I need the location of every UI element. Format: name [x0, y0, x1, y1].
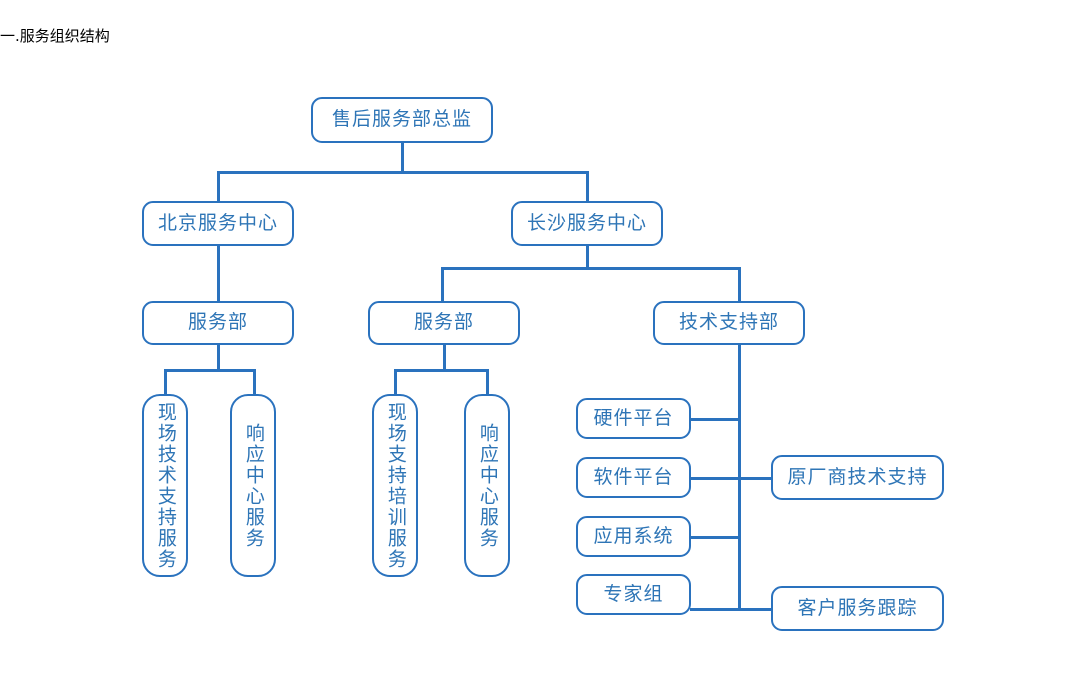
node-tech-support-dept-label: 技术支持部: [678, 311, 779, 334]
node-beijing-center[interactable]: 北京服务中心: [142, 201, 294, 246]
node-director-label: 售后服务部总监: [331, 108, 472, 131]
node-changsha-center-label: 长沙服务中心: [526, 211, 647, 234]
connector-beijing-to-dept: [217, 246, 220, 301]
connector-branch-software: [690, 477, 740, 480]
node-bj-response-center[interactable]: 响应中心服务: [230, 394, 276, 577]
node-application-system-label: 应用系统: [593, 524, 674, 547]
node-customer-service-tracking-label: 客户服务跟踪: [797, 596, 918, 619]
node-changsha-center[interactable]: 长沙服务中心: [511, 201, 663, 246]
connector-branch-tracking: [738, 608, 774, 611]
node-beijing-center-label: 北京服务中心: [157, 211, 278, 234]
node-expert-group-label: 专家组: [603, 582, 664, 605]
node-software-platform[interactable]: 软件平台: [576, 457, 691, 498]
connector-cs-response-drop: [486, 369, 489, 395]
connector-beijing-drop: [217, 171, 220, 201]
node-tech-support-dept[interactable]: 技术支持部: [653, 301, 805, 345]
node-expert-group[interactable]: 专家组: [576, 574, 691, 615]
node-software-platform-label: 软件平台: [593, 465, 674, 488]
connector-changsha-bar: [441, 267, 741, 270]
connector-changsha-drop: [586, 171, 589, 201]
node-cs-onsite-training-label: 现场支持培训服务: [384, 401, 407, 570]
node-bj-onsite-tech-support-label: 现场技术支持服务: [154, 401, 177, 570]
connector-level1-bar: [217, 171, 589, 174]
node-bj-onsite-tech-support[interactable]: 现场技术支持服务: [142, 394, 188, 577]
node-changsha-service-dept-label: 服务部: [413, 311, 474, 334]
connector-bj-leaf-bar: [164, 369, 256, 372]
node-beijing-service-dept[interactable]: 服务部: [142, 301, 294, 345]
connector-cs-dept-stem: [443, 345, 446, 370]
connector-cs-onsite-drop: [394, 369, 397, 395]
node-changsha-service-dept[interactable]: 服务部: [368, 301, 520, 345]
node-customer-service-tracking[interactable]: 客户服务跟踪: [771, 586, 944, 631]
connector-branch-application: [690, 536, 740, 539]
connector-tech-support-drop: [738, 267, 741, 301]
connector-cs-dept-drop: [441, 267, 444, 301]
node-beijing-service-dept-label: 服务部: [187, 311, 248, 334]
connector-director-stem: [401, 143, 404, 173]
connector-bj-onsite-drop: [164, 369, 167, 395]
connector-branch-oem: [738, 477, 774, 480]
node-cs-response-center[interactable]: 响应中心服务: [464, 394, 510, 577]
connector-branch-expert: [690, 608, 740, 611]
page-title: 一.服务组织结构: [0, 27, 110, 45]
connector-bj-dept-stem: [217, 345, 220, 370]
connector-changsha-stem: [586, 246, 589, 268]
node-application-system[interactable]: 应用系统: [576, 516, 691, 557]
node-cs-response-center-label: 响应中心服务: [476, 422, 499, 549]
node-cs-onsite-training[interactable]: 现场支持培训服务: [372, 394, 418, 577]
node-hardware-platform[interactable]: 硬件平台: [576, 398, 691, 439]
node-hardware-platform-label: 硬件平台: [593, 406, 674, 429]
node-bj-response-center-label: 响应中心服务: [242, 422, 265, 549]
node-oem-tech-support[interactable]: 原厂商技术支持: [771, 455, 944, 500]
connector-branch-hardware: [690, 418, 740, 421]
connector-bj-response-drop: [253, 369, 256, 395]
connector-cs-leaf-bar: [394, 369, 489, 372]
node-oem-tech-support-label: 原厂商技术支持: [787, 465, 928, 488]
node-director[interactable]: 售后服务部总监: [311, 97, 493, 143]
